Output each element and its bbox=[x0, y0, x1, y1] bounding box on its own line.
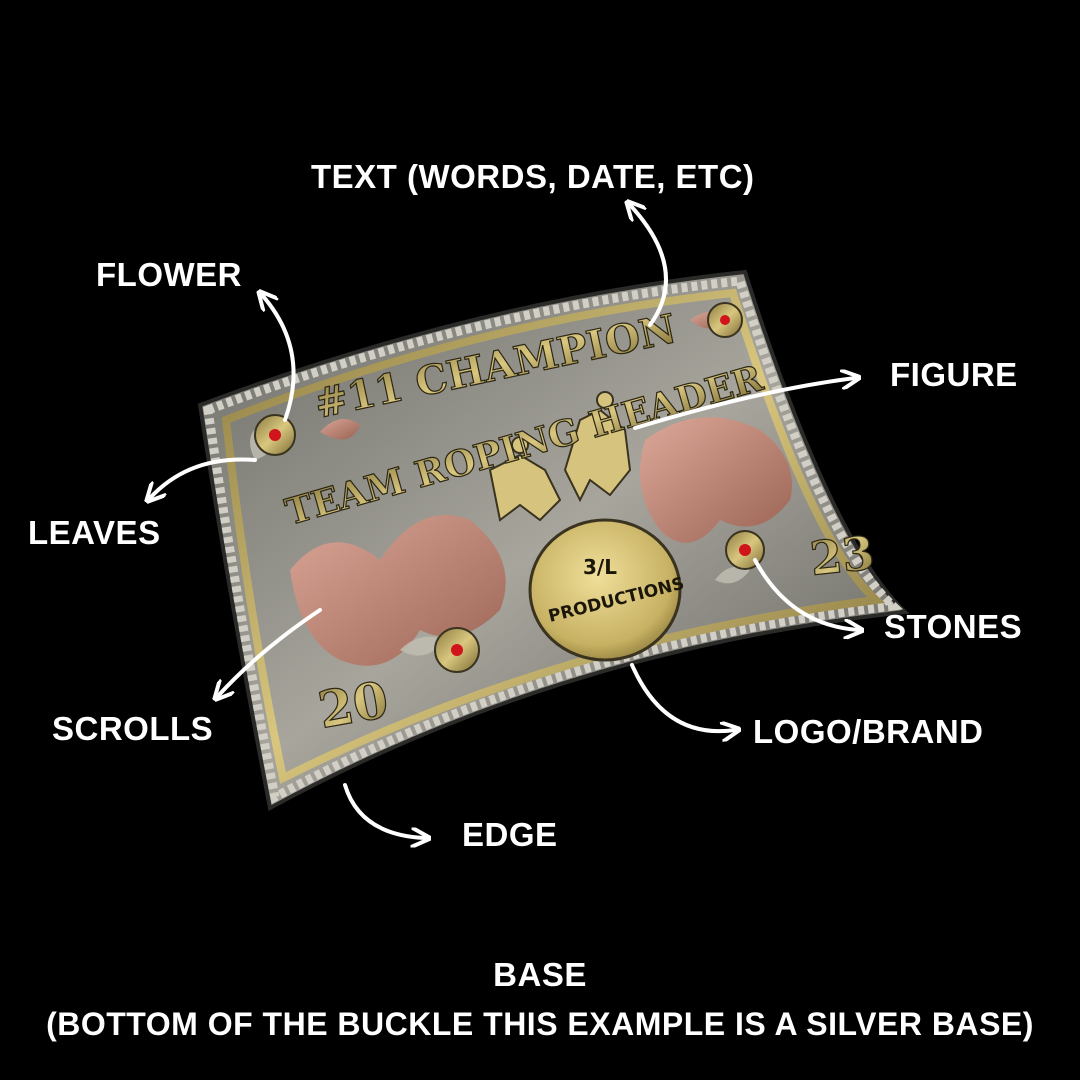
arrow-scrolls bbox=[218, 608, 322, 696]
arrows bbox=[150, 205, 858, 838]
buckle-gold-frame bbox=[221, 288, 886, 784]
label-base-title: BASE bbox=[493, 956, 587, 993]
flower-bottom bbox=[434, 627, 480, 673]
label-leaves: LEAVES bbox=[28, 514, 161, 551]
stone bbox=[451, 644, 463, 656]
stone bbox=[269, 429, 281, 441]
logo-line1: 3/L bbox=[583, 555, 617, 579]
flower-left bbox=[254, 414, 296, 456]
arrow-edge bbox=[343, 783, 425, 838]
label-base-note: (BOTTOM OF THE BUCKLE THIS EXAMPLE IS A … bbox=[46, 1006, 1034, 1042]
logo-brand: 3/L PRODUCTIONS bbox=[528, 518, 686, 662]
buckle-year-left: 20 bbox=[314, 670, 393, 740]
arrow-figure bbox=[633, 378, 855, 430]
buckle-edge bbox=[203, 276, 904, 804]
stone bbox=[720, 315, 730, 325]
arrow-logo bbox=[630, 663, 735, 731]
arrow-text bbox=[630, 205, 668, 327]
figure bbox=[488, 391, 632, 522]
label-flower: FLOWER bbox=[96, 256, 242, 293]
buckle: #11 CHAMPION TEAM ROPING HEADER 20 23 3/… bbox=[197, 269, 910, 812]
label-figure: FIGURE bbox=[890, 356, 1018, 393]
arrow-flower bbox=[262, 295, 296, 422]
arrow-stones bbox=[753, 558, 858, 630]
label-scrolls: SCROLLS bbox=[52, 710, 214, 747]
label-logo-brand: LOGO/BRAND bbox=[753, 713, 984, 750]
label-edge: EDGE bbox=[462, 816, 558, 853]
label-text: TEXT (WORDS, DATE, ETC) bbox=[311, 158, 755, 195]
arrow-leaves bbox=[150, 457, 257, 498]
stone bbox=[739, 544, 751, 556]
label-stones: STONES bbox=[884, 608, 1023, 645]
flower-top-right bbox=[707, 302, 743, 338]
buckle-year-right: 23 bbox=[808, 526, 877, 586]
